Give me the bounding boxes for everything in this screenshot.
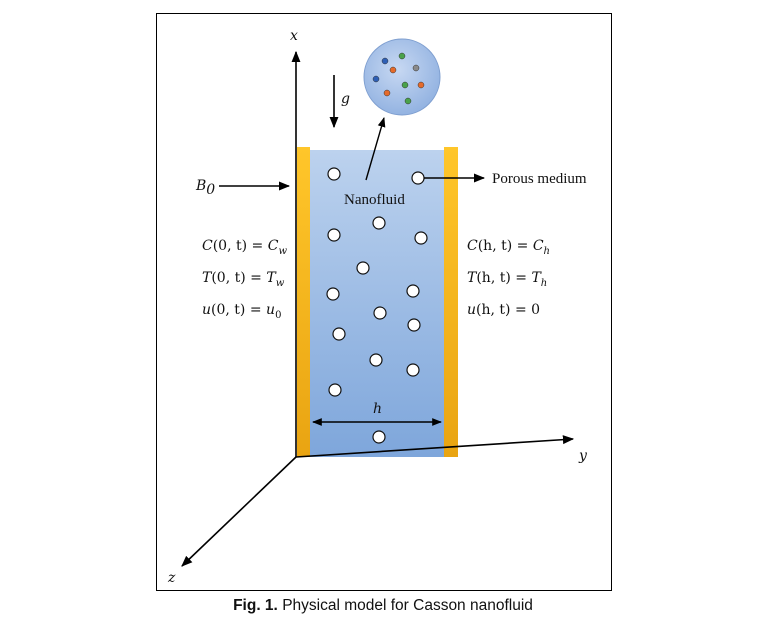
nanoparticle bbox=[332, 327, 346, 341]
right-condition-u: u(h, t) = 0 bbox=[467, 302, 540, 318]
magnetic-field-label: B0 bbox=[195, 178, 215, 198]
zoom-nanoparticle bbox=[389, 66, 397, 74]
zoom-particle-group bbox=[372, 52, 425, 105]
zoom-nanoparticle bbox=[381, 57, 389, 65]
nanoparticle bbox=[372, 430, 386, 444]
nanoparticle bbox=[407, 318, 421, 332]
right-condition-t: T(h, t) = Th bbox=[467, 270, 547, 289]
nanoparticle-zoom-circle bbox=[363, 38, 441, 116]
nanofluid-pointer-arrow bbox=[365, 117, 386, 181]
nanoparticle bbox=[411, 171, 425, 185]
left-condition-t: T(0, t) = Tw bbox=[202, 270, 285, 289]
zoom-nanoparticle bbox=[404, 97, 412, 105]
nanoparticle bbox=[372, 216, 386, 230]
nanoparticle bbox=[328, 383, 342, 397]
caption-text: Physical model for Casson nanofluid bbox=[282, 597, 533, 614]
zoom-nanoparticle bbox=[398, 52, 406, 60]
nanoparticle bbox=[356, 261, 370, 275]
nanoparticle bbox=[414, 231, 428, 245]
zoom-nanoparticle bbox=[412, 64, 420, 72]
right-boundary-conditions: C(h, t) = Ch T(h, t) = Th u(h, t) = 0 bbox=[467, 238, 550, 318]
zoom-nanoparticle bbox=[372, 75, 380, 83]
x-axis-label: x bbox=[290, 28, 298, 44]
nanoparticle bbox=[406, 284, 420, 298]
nanoparticle bbox=[327, 167, 341, 181]
figure-caption: Fig. 1. Physical model for Casson nanofl… bbox=[0, 597, 766, 615]
z-axis-label: z bbox=[167, 570, 176, 586]
z-axis bbox=[181, 456, 297, 567]
left-boundary-conditions: C(0, t) = Cw T(0, t) = Tw u(0, t) = u0 bbox=[202, 238, 287, 321]
y-axis-label: y bbox=[578, 448, 588, 464]
zoom-nanoparticle bbox=[401, 81, 409, 89]
left-plate bbox=[297, 147, 310, 457]
gravity-label: g bbox=[341, 91, 350, 107]
caption-prefix: Fig. 1. bbox=[233, 597, 278, 614]
nanoparticle bbox=[373, 306, 387, 320]
y-axis bbox=[295, 435, 575, 458]
left-condition-c: C(0, t) = Cw bbox=[202, 238, 287, 257]
zoom-nanoparticle bbox=[417, 81, 425, 89]
nanoparticle bbox=[406, 363, 420, 377]
right-plate bbox=[444, 147, 458, 457]
nanofluid-label: Nanofluid bbox=[344, 192, 405, 208]
nanofluid-region bbox=[310, 150, 444, 457]
width-label: h bbox=[373, 401, 382, 417]
nanoparticle bbox=[327, 228, 341, 242]
nanoparticle bbox=[369, 353, 383, 367]
nanoparticle bbox=[326, 287, 340, 301]
right-condition-c: C(h, t) = Ch bbox=[467, 238, 550, 257]
porous-medium-label: Porous medium bbox=[492, 171, 587, 187]
left-condition-u: u(0, t) = u0 bbox=[202, 302, 281, 321]
zoom-nanoparticle bbox=[383, 89, 391, 97]
